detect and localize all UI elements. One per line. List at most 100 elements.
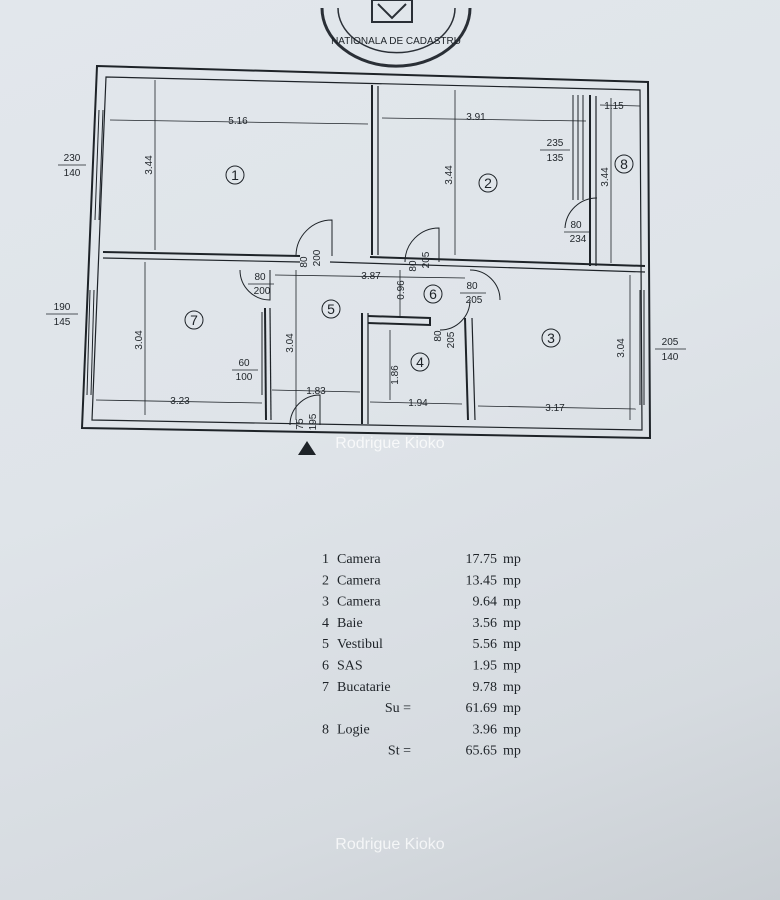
svg-text:145: 145 bbox=[54, 317, 71, 328]
legend-unit: mp bbox=[503, 573, 521, 588]
dim-r4-height: 1.86 bbox=[390, 365, 401, 385]
svg-text:1: 1 bbox=[231, 167, 239, 183]
legend-room-name: Bucatarie bbox=[337, 680, 391, 695]
legend-unit: mp bbox=[503, 595, 521, 610]
svg-text:140: 140 bbox=[662, 352, 679, 363]
legend-room-name: Baie bbox=[337, 616, 363, 631]
dimension-labels: 5.16 3.44 3.91 3.44 1.15 3.44 3.23 3.04 … bbox=[134, 101, 627, 414]
legend-room-number: 8 bbox=[322, 722, 329, 737]
legend-unit: mp bbox=[503, 701, 521, 716]
room-2: 2 bbox=[478, 173, 498, 193]
svg-text:80: 80 bbox=[466, 281, 478, 292]
legend-unit: mp bbox=[503, 722, 521, 737]
opening-labels: 230 140 190 145 205 140 235 135 80 234 8… bbox=[46, 138, 686, 430]
svg-text:80: 80 bbox=[254, 272, 266, 283]
room-5: 5 bbox=[321, 299, 341, 319]
legend-unit: mp bbox=[503, 744, 521, 759]
legend-row: 2 Camera 13.45 mp bbox=[322, 573, 521, 588]
svg-text:7: 7 bbox=[190, 312, 198, 328]
dimension-lines bbox=[95, 80, 641, 420]
legend-area-value: 5.56 bbox=[473, 637, 498, 652]
legend-unit: mp bbox=[503, 616, 521, 631]
svg-text:75: 75 bbox=[295, 418, 306, 430]
svg-text:200: 200 bbox=[312, 249, 323, 266]
legend-total-label: Su = bbox=[385, 701, 411, 716]
legend-room-name: Camera bbox=[337, 595, 381, 610]
legend-row: Su = 61.69 mp bbox=[385, 701, 521, 716]
legend-room-number: 2 bbox=[322, 573, 329, 588]
svg-text:60: 60 bbox=[238, 358, 250, 369]
svg-text:195: 195 bbox=[308, 413, 319, 430]
dim-r2-width: 3.91 bbox=[466, 112, 486, 123]
doors bbox=[239, 197, 598, 426]
svg-text:2: 2 bbox=[484, 175, 492, 191]
room-3: 3 bbox=[541, 328, 561, 348]
legend-unit: mp bbox=[503, 659, 521, 674]
dim-r6-height: 0.96 bbox=[396, 280, 407, 300]
svg-text:234: 234 bbox=[570, 234, 587, 245]
svg-text:205: 205 bbox=[466, 295, 483, 306]
legend-unit: mp bbox=[503, 552, 521, 567]
legend-room-number: 4 bbox=[322, 616, 329, 631]
opening-entry-door: 75 195 bbox=[295, 413, 319, 430]
legend-total-label: St = bbox=[388, 744, 411, 759]
opening-baie-door: 80 205 bbox=[433, 330, 457, 348]
dim-r4-width: 1.94 bbox=[408, 398, 428, 409]
legend-area-value: 17.75 bbox=[466, 552, 498, 567]
legend-room-name: Camera bbox=[337, 573, 381, 588]
svg-text:235: 235 bbox=[547, 138, 564, 149]
legend-area-value: 9.64 bbox=[473, 595, 498, 610]
dim-r2-height: 3.44 bbox=[444, 165, 455, 185]
svg-text:5: 5 bbox=[327, 301, 335, 317]
windows bbox=[86, 95, 645, 405]
opening-r1-door: 80 200 bbox=[299, 249, 323, 267]
dim-r5-height: 3.04 bbox=[285, 333, 296, 353]
svg-text:80: 80 bbox=[299, 256, 310, 268]
opening-logie-door: 80 234 bbox=[564, 220, 590, 245]
opening-left-bottom: 190 145 bbox=[46, 302, 78, 328]
svg-text:6: 6 bbox=[429, 286, 437, 302]
legend-row: 4 Baie 3.56 mp bbox=[322, 616, 521, 631]
svg-text:230: 230 bbox=[64, 153, 81, 164]
legend-room-name: SAS bbox=[337, 659, 363, 674]
legend-area-value: 3.56 bbox=[473, 616, 498, 631]
dim-r1-width: 5.16 bbox=[228, 116, 248, 127]
legend-area-value: 61.69 bbox=[466, 701, 498, 716]
legend-unit: mp bbox=[503, 680, 521, 695]
entry-arrow-icon bbox=[298, 441, 316, 455]
dim-r3-width: 3.17 bbox=[545, 403, 565, 414]
room-1: 1 bbox=[225, 165, 245, 185]
opening-right: 205 140 bbox=[655, 337, 686, 363]
opening-r2-door: 80 205 bbox=[408, 251, 432, 271]
watermark-bottom: Rodrigue Kioko bbox=[335, 836, 445, 853]
room-7: 7 bbox=[184, 310, 204, 330]
watermark-top: Rodrigue Kioko bbox=[335, 435, 445, 452]
svg-text:4: 4 bbox=[416, 354, 424, 370]
cadastre-stamp: NATIONALA DE CADASTRU bbox=[320, 0, 472, 68]
dim-r7-height: 3.04 bbox=[134, 330, 145, 350]
opening-left-top: 230 140 bbox=[58, 153, 86, 179]
legend-room-number: 5 bbox=[322, 637, 329, 652]
walls bbox=[80, 64, 652, 440]
svg-text:80: 80 bbox=[408, 260, 419, 272]
svg-text:205: 205 bbox=[446, 331, 457, 348]
opening-r2-window: 235 135 bbox=[540, 138, 570, 164]
dim-r8-height: 3.44 bbox=[600, 167, 611, 187]
svg-text:80: 80 bbox=[433, 330, 444, 342]
dim-r5-lower: 1.83 bbox=[306, 386, 326, 397]
svg-text:205: 205 bbox=[421, 251, 432, 268]
svg-text:3: 3 bbox=[547, 330, 555, 346]
svg-text:80: 80 bbox=[570, 220, 582, 231]
legend-area-value: 13.45 bbox=[466, 573, 498, 588]
svg-text:8: 8 bbox=[620, 156, 628, 172]
dim-r3-height: 3.04 bbox=[616, 338, 627, 358]
opening-r3-door: 80 205 bbox=[460, 281, 486, 306]
svg-text:100: 100 bbox=[236, 372, 253, 383]
room-numbers: 1 2 3 4 5 6 7 8 bbox=[184, 154, 634, 372]
